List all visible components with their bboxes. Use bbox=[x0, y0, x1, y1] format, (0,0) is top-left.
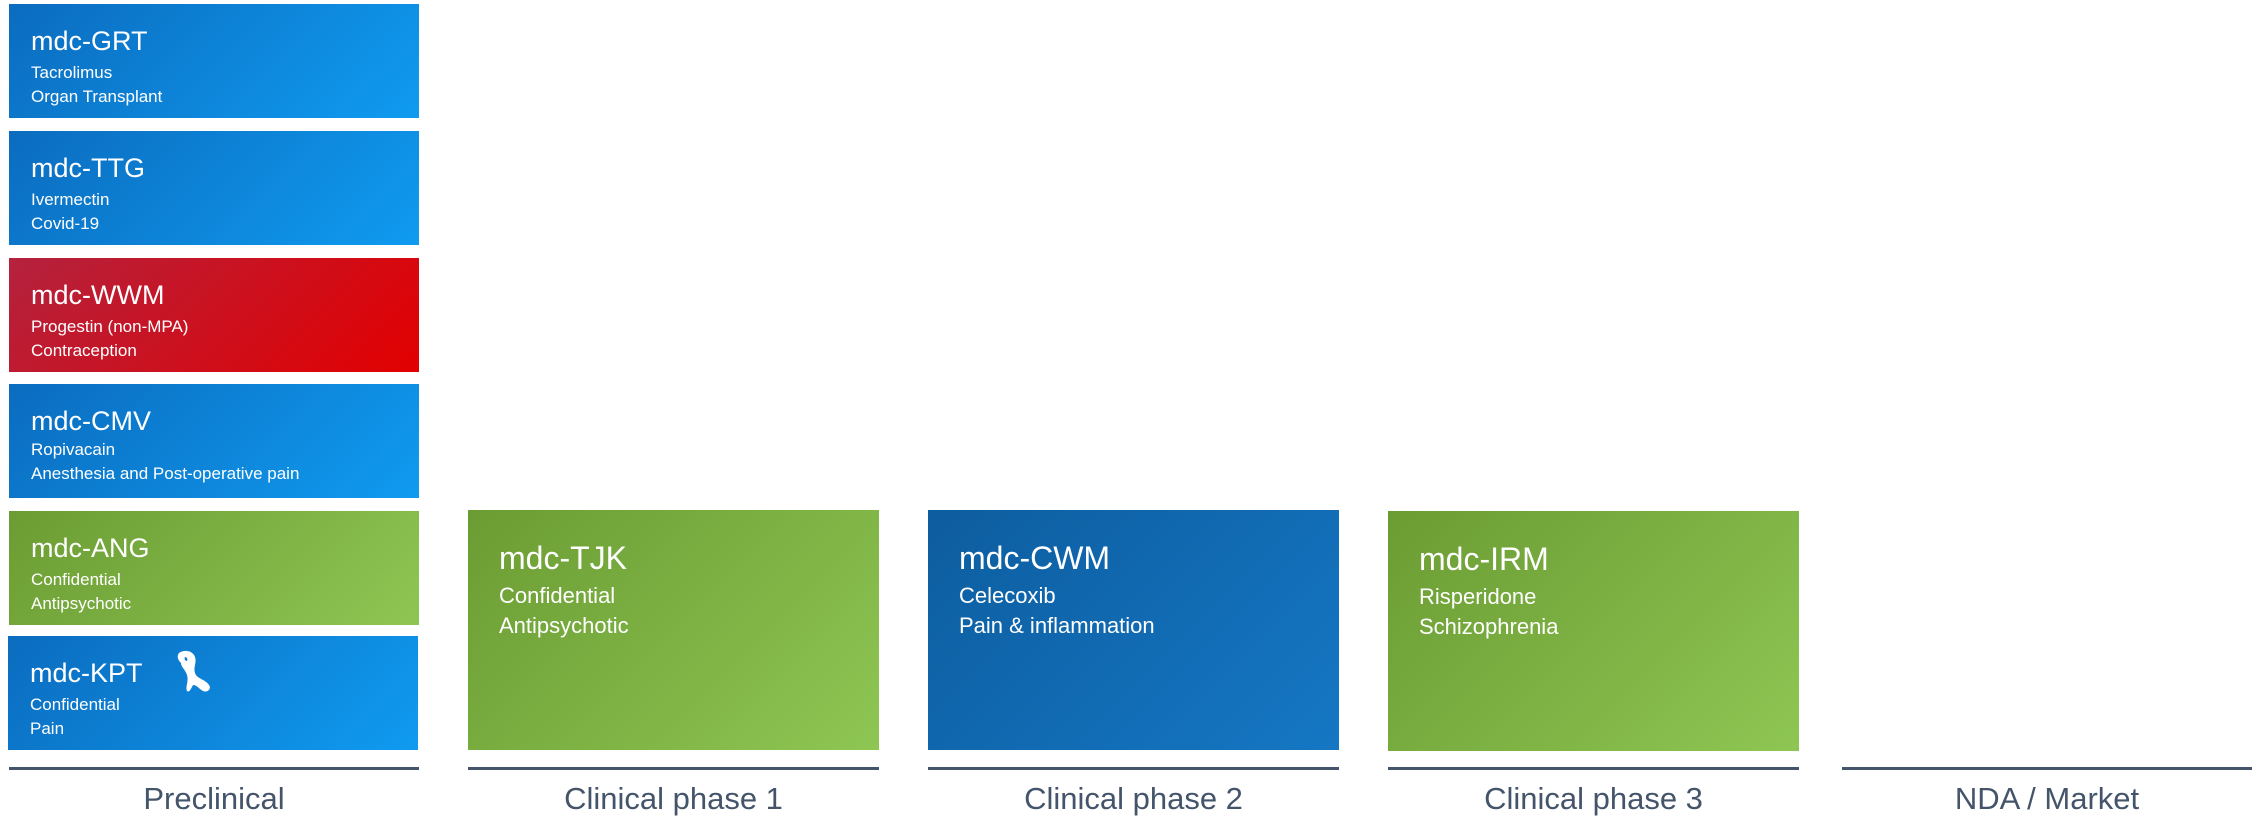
phase-label-phase3: Clinical phase 3 bbox=[1484, 781, 1703, 816]
pipeline-card-kpt: mdc-KPT Confidential Pain bbox=[8, 636, 418, 750]
card-code: mdc-ANG bbox=[31, 533, 150, 563]
phase-divider-nda bbox=[1842, 767, 2252, 770]
phase-divider-phase2 bbox=[928, 767, 1339, 770]
card-code: mdc-IRM bbox=[1419, 541, 1549, 577]
card-code: mdc-GRT bbox=[31, 26, 148, 56]
phase-label-preclinical: Preclinical bbox=[143, 781, 285, 816]
card-drug: Ivermectin bbox=[31, 190, 110, 209]
card-drug: Confidential bbox=[31, 570, 121, 589]
phase-label-nda: NDA / Market bbox=[1954, 781, 2140, 816]
card-code: mdc-TJK bbox=[499, 540, 627, 576]
phase-divider-phase3 bbox=[1388, 767, 1799, 770]
card-indication: Pain & inflammation bbox=[959, 613, 1155, 638]
pipeline-card-ttg: mdc-TTG Ivermectin Covid-19 bbox=[9, 131, 419, 245]
phase-label-phase1: Clinical phase 1 bbox=[564, 781, 783, 816]
pipeline-card-grt: mdc-GRT Tacrolimus Organ Transplant bbox=[9, 4, 419, 118]
pipeline-card-ang: mdc-ANG Confidential Antipsychotic bbox=[9, 511, 419, 625]
card-code: mdc-CWM bbox=[959, 540, 1111, 576]
phase-divider-phase1 bbox=[468, 767, 879, 770]
card-drug: Confidential bbox=[499, 583, 616, 608]
card-code: mdc-TTG bbox=[31, 153, 145, 183]
card-indication: Pain bbox=[30, 719, 65, 738]
card-drug: Progestin (non-MPA) bbox=[31, 317, 189, 336]
card-code: mdc-CMV bbox=[31, 406, 151, 436]
pipeline-card-cmv: mdc-CMV Ropivacain Anesthesia and Post-o… bbox=[9, 384, 419, 498]
card-code: mdc-KPT bbox=[30, 658, 143, 688]
card-drug: Risperidone bbox=[1419, 584, 1537, 609]
pipeline-card-cwm: mdc-CWM Celecoxib Pain & inflammation bbox=[928, 510, 1339, 750]
card-indication: Antipsychotic bbox=[499, 613, 629, 638]
card-drug: Confidential bbox=[30, 695, 120, 714]
card-indication: Contraception bbox=[31, 341, 137, 360]
pipeline-card-tjk: mdc-TJK Confidential Antipsychotic bbox=[468, 510, 879, 750]
pipeline-card-wwm: mdc-WWM Progestin (non-MPA) Contraceptio… bbox=[9, 258, 419, 372]
card-indication: Schizophrenia bbox=[1419, 614, 1559, 639]
card-code: mdc-WWM bbox=[31, 280, 165, 310]
card-indication: Covid-19 bbox=[31, 214, 100, 233]
card-indication: Anesthesia and Post-operative pain bbox=[31, 464, 300, 483]
card-indication: Antipsychotic bbox=[31, 594, 132, 613]
card-drug: Ropivacain bbox=[31, 440, 116, 459]
phase-divider-preclinical bbox=[9, 767, 419, 770]
phase-label-phase2: Clinical phase 2 bbox=[1024, 781, 1243, 816]
card-drug: Celecoxib bbox=[959, 583, 1056, 608]
card-indication: Organ Transplant bbox=[31, 87, 163, 106]
animal-icon bbox=[177, 650, 210, 692]
pipeline-card-irm: mdc-IRM Risperidone Schizophrenia bbox=[1388, 511, 1799, 751]
card-drug: Tacrolimus bbox=[31, 63, 113, 82]
